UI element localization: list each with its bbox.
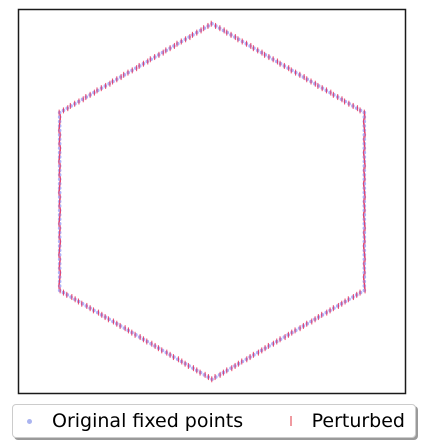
data-marks xyxy=(57,20,367,383)
legend: Original fixed points Perturbed xyxy=(12,404,416,438)
legend-label-perturbed: Perturbed xyxy=(311,410,405,432)
legend-marker-perturbed xyxy=(289,416,292,426)
plot-frame xyxy=(17,8,407,395)
legend-item-perturbed: Perturbed xyxy=(289,410,405,432)
legend-marker-original xyxy=(27,418,32,424)
legend-item-original: Original fixed points xyxy=(27,410,243,432)
scatter-plot xyxy=(17,8,407,395)
legend-label-original: Original fixed points xyxy=(52,410,244,432)
